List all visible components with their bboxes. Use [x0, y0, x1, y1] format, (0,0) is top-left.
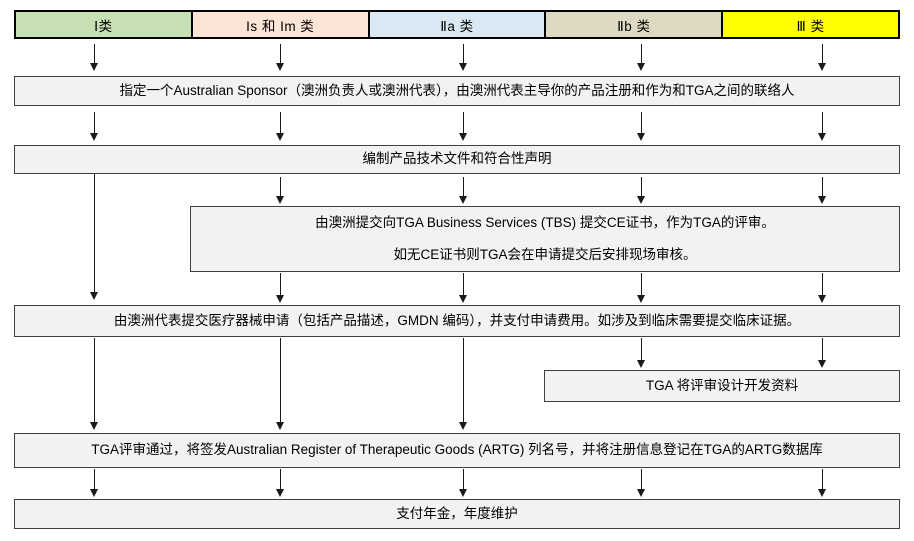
arrow-down-icon — [276, 469, 284, 497]
ce-submission-line-2: 如无CE证书则TGA会在申请提交后安排现场审核。 — [393, 246, 697, 262]
step-design-dossier-review: TGA 将评审设计开发资料 — [544, 370, 900, 402]
arrow-down-icon — [276, 44, 284, 71]
arrow-down-icon — [276, 177, 284, 204]
arrow-down-icon — [276, 273, 284, 303]
arrow-down-icon — [459, 177, 467, 204]
arrow-down-icon — [637, 177, 645, 204]
arrow-down-icon — [276, 112, 284, 141]
arrow-down-icon — [459, 273, 467, 303]
arrow-down-icon — [818, 112, 826, 141]
arrow-down-icon — [90, 174, 98, 300]
ce-submission-line-1: 由澳洲提交向TGA Business Services (TBS) 提交CE证书… — [315, 214, 775, 230]
arrow-down-icon — [459, 112, 467, 141]
arrow-down-icon — [90, 112, 98, 141]
arrow-down-icon — [90, 338, 98, 430]
step-annual-maintenance: 支付年金，年度维护 — [14, 499, 900, 529]
class-header-iia: Ⅱa 类 — [367, 10, 547, 39]
class-header-iib: Ⅱb 类 — [544, 10, 724, 39]
arrow-down-icon — [818, 469, 826, 497]
arrow-down-icon — [459, 44, 467, 71]
arrow-down-icon — [818, 273, 826, 303]
arrow-down-icon — [276, 338, 284, 430]
step-appoint-sponsor: 指定一个Australian Sponsor（澳洲负责人或澳洲代表），由澳洲代表… — [14, 76, 900, 106]
class-header-iii: Ⅲ 类 — [721, 10, 900, 39]
arrow-down-icon — [90, 44, 98, 71]
class-header-i: Ⅰ类 — [14, 10, 193, 39]
arrow-down-icon — [459, 338, 467, 430]
arrow-down-icon — [637, 273, 645, 303]
step-device-application: 由澳洲代表提交医疗器械申请（包括产品描述，GMDN 编码），并支付申请费用。如涉… — [14, 305, 900, 337]
arrow-down-icon — [90, 469, 98, 497]
arrow-down-icon — [637, 338, 645, 368]
arrow-down-icon — [818, 44, 826, 71]
arrow-down-icon — [637, 44, 645, 71]
step-technical-documentation: 编制产品技术文件和符合性声明 — [14, 145, 900, 174]
device-class-header-row: Ⅰ类 Is 和 Im 类 Ⅱa 类 Ⅱb 类 Ⅲ 类 — [14, 10, 900, 39]
arrow-down-icon — [637, 469, 645, 497]
arrow-down-icon — [637, 112, 645, 141]
arrow-down-icon — [459, 469, 467, 497]
class-header-is-im: Is 和 Im 类 — [190, 10, 370, 39]
step-ce-submission: 由澳洲提交向TGA Business Services (TBS) 提交CE证书… — [190, 206, 900, 272]
arrow-down-icon — [818, 338, 826, 368]
step-artg-listing: TGA评审通过，将签发Australian Register of Therap… — [14, 433, 900, 468]
arrow-down-icon — [818, 177, 826, 204]
